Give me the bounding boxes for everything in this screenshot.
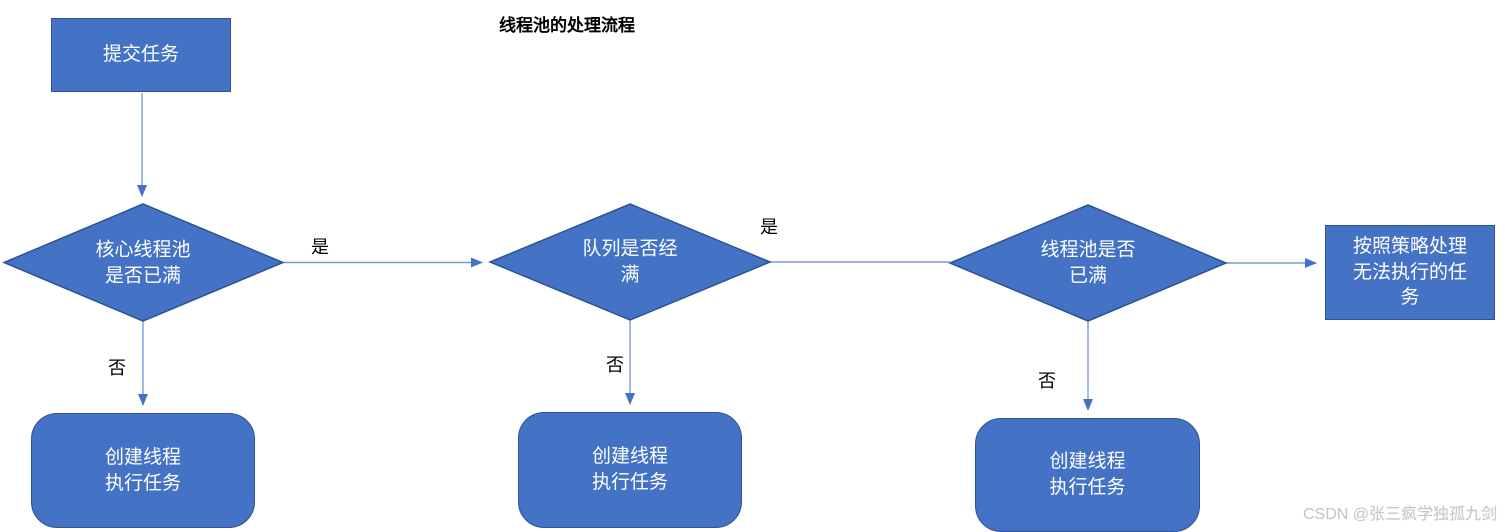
node-create-thread-1-label: 创建线程 执行任务 [104, 446, 181, 494]
diagram-title: 线程池的处理流程 [499, 16, 635, 35]
node-reject-policy[interactable]: 按照策略处理 无法执行的任 务 [1325, 225, 1495, 320]
csdn-watermark: CSDN @张三疯学独孤九剑 [1302, 506, 1497, 523]
node-create-thread-2-label: 创建线程 执行任务 [591, 446, 668, 493]
node-create-thread-3[interactable]: 创建线程 执行任务 [975, 418, 1200, 532]
node-create-thread-1[interactable]: 创建线程 执行任务 [31, 413, 255, 528]
node-submit-task[interactable]: 提交任务 [51, 18, 231, 92]
decision-queue-full[interactable] [488, 203, 772, 321]
node-create-thread-3-label: 创建线程 执行任务 [1049, 451, 1126, 498]
decision-core-pool-full[interactable] [2, 203, 285, 322]
decision-pool-full[interactable] [948, 204, 1228, 322]
node-submit-task-label: 提交任务 [102, 44, 179, 66]
node-create-thread-2[interactable]: 创建线程 执行任务 [518, 412, 742, 528]
node-reject-policy-label: 按照策略处理 无法执行的任 务 [1352, 236, 1467, 309]
